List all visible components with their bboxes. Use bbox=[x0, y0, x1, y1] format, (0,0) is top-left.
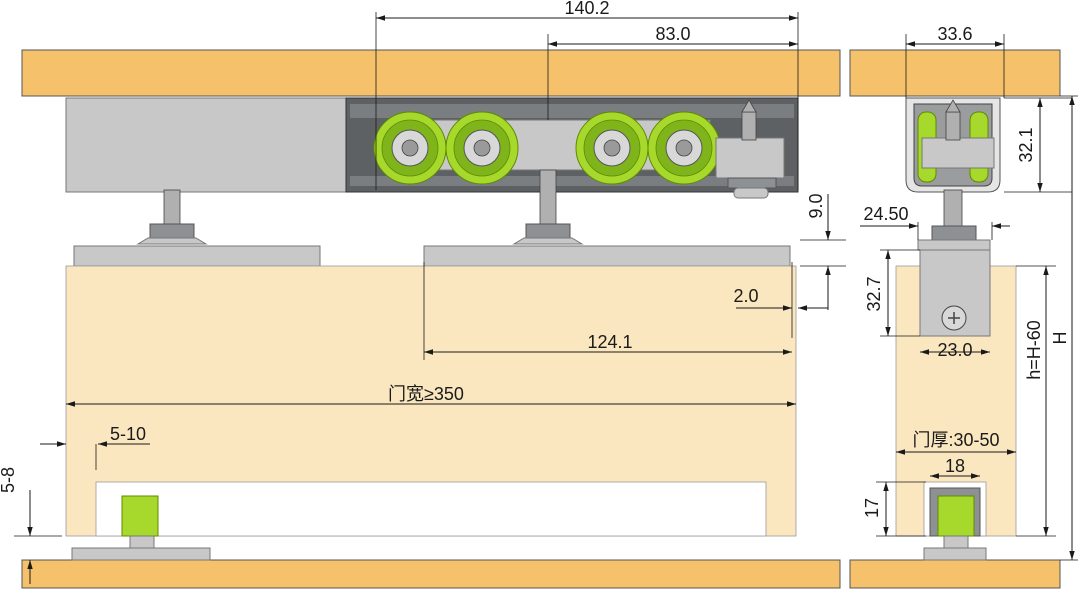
dim-5-10: 5-10 bbox=[110, 424, 146, 444]
mount-plate-right bbox=[423, 245, 791, 267]
dim-33-6: 33.6 bbox=[937, 24, 972, 44]
wheel-3 bbox=[575, 111, 649, 185]
dim-5-8: 5-8 bbox=[0, 467, 18, 493]
dim-18: 18 bbox=[945, 456, 965, 476]
hanger-bolt-left bbox=[136, 189, 208, 245]
dim-23-0: 23.0 bbox=[937, 340, 972, 360]
floor-board-side bbox=[849, 559, 1061, 589]
floor-guide-front bbox=[71, 495, 211, 561]
wheel-2 bbox=[445, 111, 519, 185]
mount-plate-left bbox=[73, 245, 321, 267]
dimension-lines bbox=[14, 12, 1078, 584]
dim-17: 17 bbox=[862, 498, 882, 518]
floor-board-front bbox=[21, 559, 841, 589]
ceiling-board-front bbox=[21, 49, 841, 97]
ceiling-board-side bbox=[849, 49, 1061, 97]
wheel-1 bbox=[373, 111, 447, 185]
floor-guide-side bbox=[923, 481, 987, 561]
dim-h: h=H-60 bbox=[1024, 320, 1044, 380]
hanger-bolt-center bbox=[512, 169, 584, 245]
dim-2-0: 2.0 bbox=[733, 286, 758, 306]
hanger-bolt-side bbox=[917, 189, 991, 251]
track-profile-side bbox=[905, 97, 1001, 193]
dim-9-0: 9.0 bbox=[806, 193, 826, 218]
end-stopper bbox=[715, 99, 785, 199]
door-bracket-side bbox=[919, 249, 991, 337]
dim-32-1: 32.1 bbox=[1016, 127, 1036, 162]
dim-124-1: 124.1 bbox=[587, 332, 632, 352]
wheel-4 bbox=[647, 111, 721, 185]
dim-door-thickness: 门厚:30-50 bbox=[912, 430, 999, 450]
dim-140-2: 140.2 bbox=[564, 0, 609, 18]
dim-door-width: 门宽≥350 bbox=[388, 384, 464, 404]
dim-32-7: 32.7 bbox=[864, 276, 884, 311]
dim-83-0: 83.0 bbox=[655, 24, 690, 44]
bottom-groove bbox=[95, 481, 767, 537]
dim-24-50: 24.50 bbox=[863, 204, 908, 224]
dim-H: H bbox=[1050, 332, 1070, 345]
